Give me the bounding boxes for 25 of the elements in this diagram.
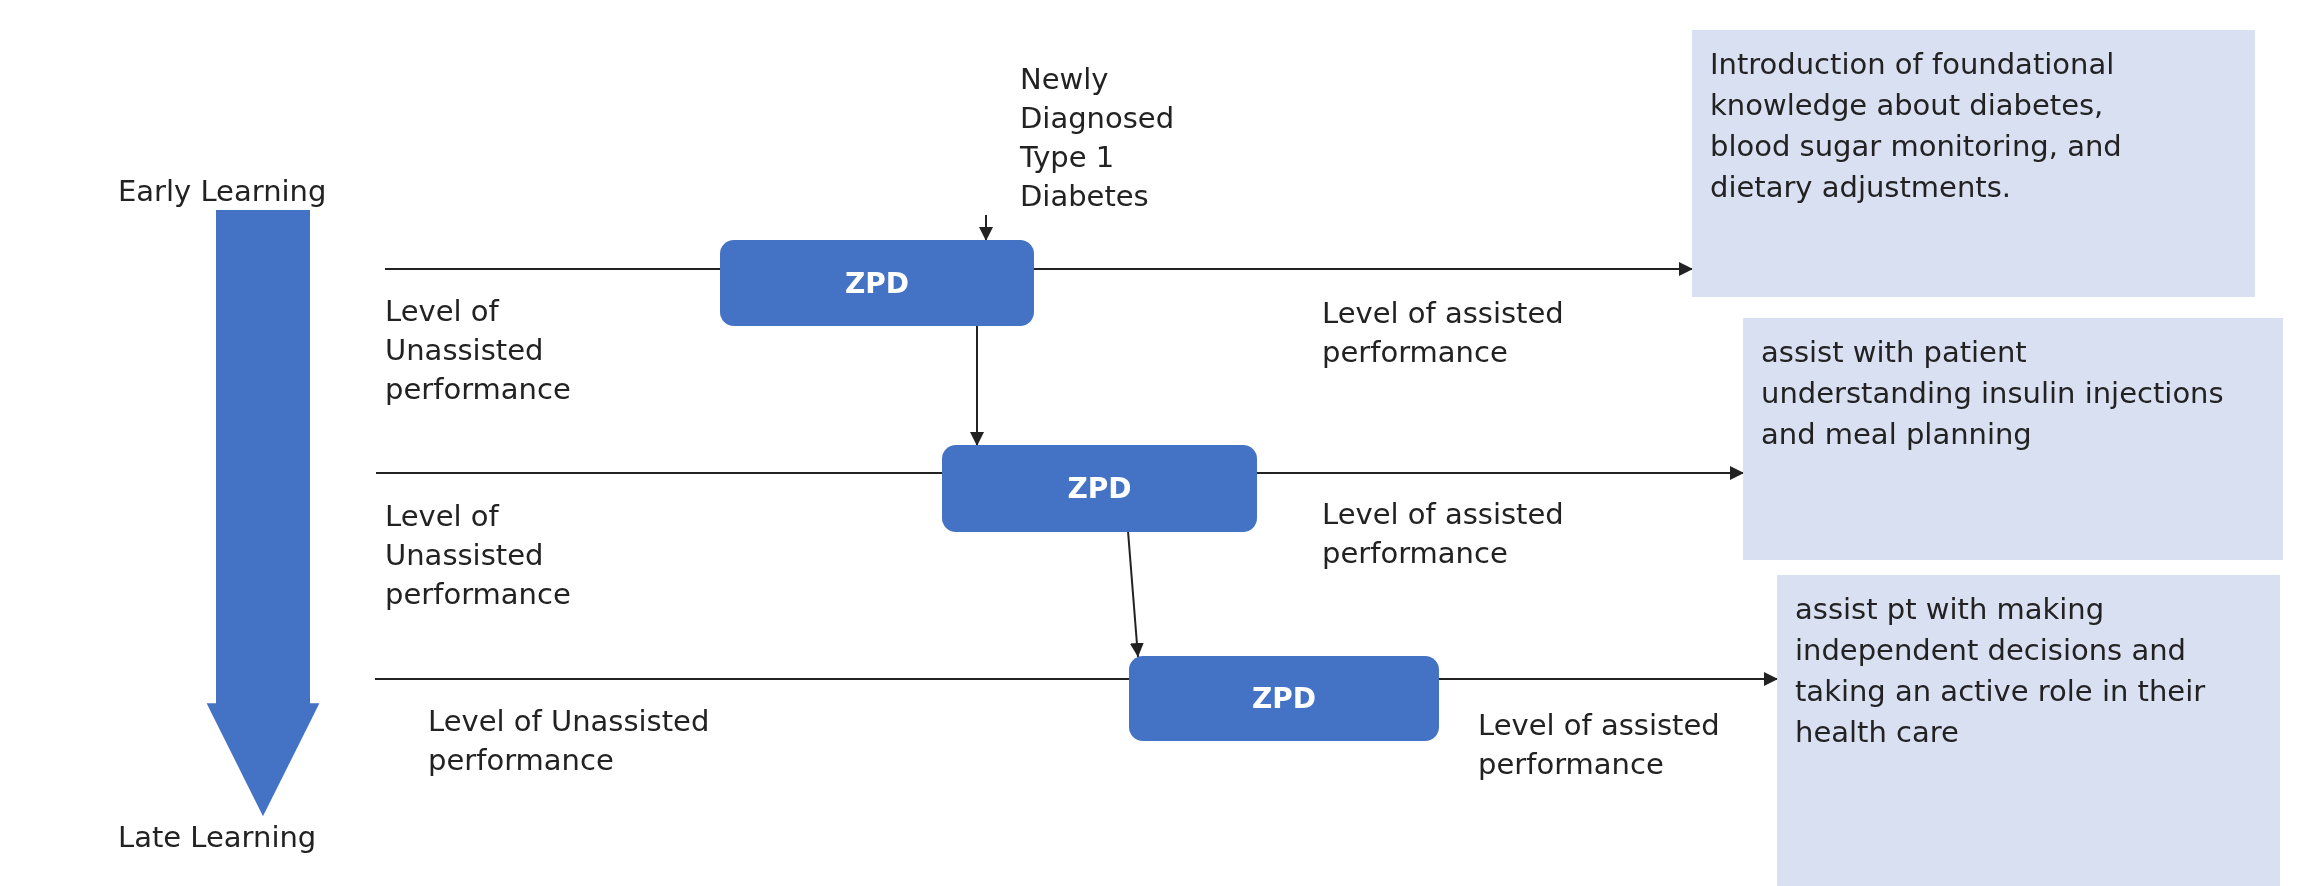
level-label: Level of assisted performance bbox=[1322, 496, 1565, 572]
outcome-card: assist with patient understanding insulin injections and meal planning bbox=[1743, 318, 2283, 560]
arrow bbox=[1032, 262, 1694, 276]
arrow bbox=[1127, 530, 1144, 658]
arrow bbox=[1437, 672, 1779, 686]
arrow bbox=[1255, 466, 1745, 480]
line bbox=[375, 472, 944, 474]
zpd-box: ZPD bbox=[1129, 656, 1439, 741]
trigger-label: Newly Diagnosed Type 1 Diabetes bbox=[980, 60, 1240, 216]
block-arrow bbox=[206, 210, 320, 817]
level-label: Level of Unassisted performance bbox=[428, 703, 711, 779]
arrow bbox=[979, 214, 993, 242]
level-label: Level of Unassisted performance bbox=[385, 293, 572, 408]
line bbox=[384, 268, 722, 270]
level-label: Level of assisted performance bbox=[1478, 707, 1721, 783]
level-label: Level of Unassisted performance bbox=[385, 498, 572, 613]
arrow bbox=[970, 324, 984, 447]
outcome-card: Introduction of foundational knowledge about diabetes, blood sugar monitoring, and dietary adjustments. bbox=[1692, 30, 2255, 297]
line bbox=[374, 678, 1131, 680]
level-label: Level of assisted performance bbox=[1322, 295, 1565, 371]
stage-label: Late Learning bbox=[118, 818, 518, 857]
zpd-box: ZPD bbox=[720, 240, 1034, 326]
stage-label: Early Learning bbox=[118, 172, 518, 211]
outcome-card: assist pt with making independent decisions and taking an active role in their health care bbox=[1777, 575, 2280, 886]
zpd-box: ZPD bbox=[942, 445, 1257, 532]
